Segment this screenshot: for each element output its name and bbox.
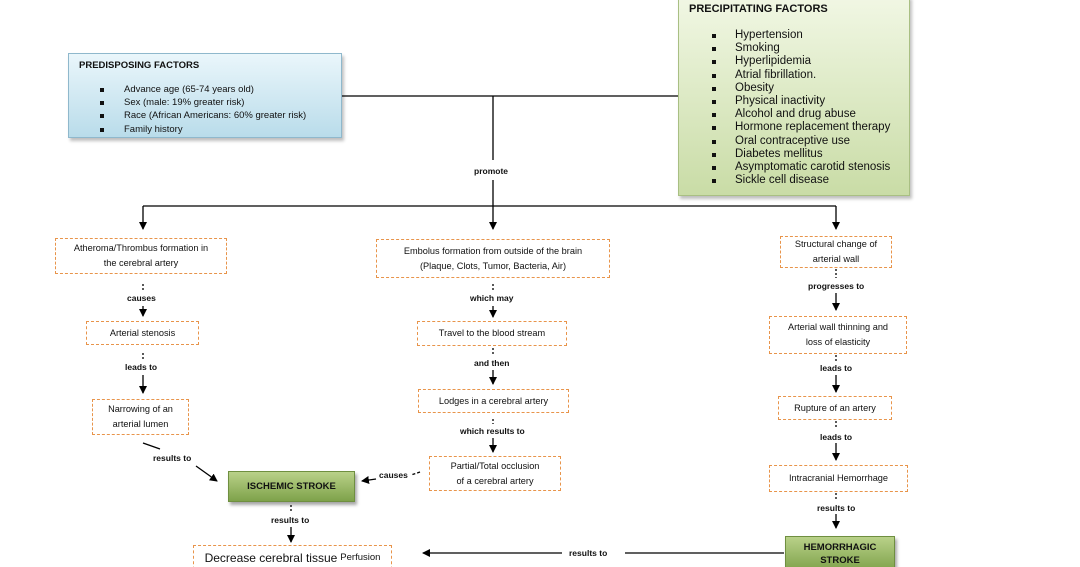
box-text: Structural change of arterial wall <box>794 239 878 264</box>
intracranial-hemorrhage-box: Intracranial Hemorrhage <box>769 465 908 492</box>
box-text: Arterial wall thinning and loss of elast… <box>787 322 889 347</box>
leads-to-label: leads to <box>820 432 853 442</box>
list-item: Race (African Americans: 60% greater ris… <box>100 109 341 122</box>
box-text: Intracranial Hemorrhage <box>788 473 889 483</box>
box-text: Atheroma/Thrombus formation in the cereb… <box>73 243 209 268</box>
lodges-cerebral-artery-box: Lodges in a cerebral artery <box>418 389 569 413</box>
box-text: Lodges in a cerebral artery <box>438 395 549 406</box>
precipitating-factors-title: PRECIPITATING FACTORS <box>689 3 828 15</box>
list-item: Diabetes mellitus <box>712 148 909 161</box>
and-then-label: and then <box>474 358 510 368</box>
progresses-to-label: progresses to <box>808 281 865 291</box>
narrowing-lumen-box: Narrowing of an arterial lumen <box>92 399 189 435</box>
promote-label: promote <box>474 166 508 176</box>
precipitating-factors-list: Hypertension Smoking Hyperlipidemia Atri… <box>689 29 909 187</box>
results-to-label: results to <box>569 548 608 558</box>
list-item: Alcohol and drug abuse <box>712 108 909 121</box>
list-item: Hyperlipidemia <box>712 55 909 68</box>
travel-blood-stream-box: Travel to the blood stream <box>417 321 567 346</box>
list-item: Hormone replacement therapy <box>712 121 909 134</box>
box-text: Partial/Total occlusion of a cerebral ar… <box>450 460 540 486</box>
causes-label: causes <box>127 293 156 303</box>
occlusion-box: Partial/Total occlusion of a cerebral ar… <box>429 456 561 491</box>
arterial-stenosis-box: Arterial stenosis <box>86 321 199 345</box>
list-item: Obesity <box>712 82 909 95</box>
stroke-label: HEMORRHAGIC STROKE <box>803 542 877 566</box>
box-text: Travel to the blood stream <box>438 328 546 338</box>
which-results-to-label: which results to <box>460 426 525 436</box>
leads-to-label: leads to <box>820 363 853 373</box>
results-to-label: results to <box>153 453 192 463</box>
box-text: Narrowing of an arterial lumen <box>108 404 173 429</box>
list-item: Sex (male: 19% greater risk) <box>100 96 341 109</box>
leads-to-label: leads to <box>125 362 158 372</box>
list-item: Physical inactivity <box>712 95 909 108</box>
list-item: Atrial fibrillation. <box>712 69 909 82</box>
list-item: Hypertension <box>712 29 909 42</box>
wall-thinning-box: Arterial wall thinning and loss of elast… <box>769 316 907 354</box>
precipitating-factors-panel: PRECIPITATING FACTORS Hypertension Smoki… <box>678 0 910 196</box>
box-text: Rupture of an artery <box>794 402 876 413</box>
list-item: Asymptomatic carotid stenosis <box>712 161 909 174</box>
predisposing-factors-title: PREDISPOSING FACTORS <box>79 60 200 71</box>
predisposing-factors-panel: PREDISPOSING FACTORS Advance age (65-74 … <box>68 53 342 138</box>
hemorrhagic-stroke-box: HEMORRHAGIC STROKE <box>785 536 895 567</box>
perfusion-main-text: Decrease cerebral tissue <box>204 551 338 565</box>
list-item: Oral contraceptive use <box>712 135 909 148</box>
list-item: Family history <box>100 123 341 136</box>
perfusion-small-text: Perfusion <box>340 552 381 563</box>
ischemic-stroke-box: ISCHEMIC STROKE <box>228 471 355 502</box>
box-text: Arterial stenosis <box>109 327 176 338</box>
results-to-label: results to <box>817 503 856 513</box>
causes-center-label: causes <box>379 470 408 480</box>
list-item: Sickle cell disease <box>712 174 909 187</box>
embolus-formation-box: Embolus formation from outside of the br… <box>376 239 610 278</box>
predisposing-factors-list: Advance age (65-74 years old) Sex (male:… <box>79 83 341 136</box>
stroke-label: ISCHEMIC STROKE <box>247 481 336 492</box>
list-item: Smoking <box>712 42 909 55</box>
structural-change-box: Structural change of arterial wall <box>780 236 892 268</box>
rupture-artery-box: Rupture of an artery <box>778 396 892 420</box>
list-item: Advance age (65-74 years old) <box>100 83 341 96</box>
results-to-label: results to <box>271 515 310 525</box>
atheroma-thrombus-box: Atheroma/Thrombus formation in the cereb… <box>55 238 227 274</box>
which-may-label: which may <box>470 293 514 303</box>
box-text: Embolus formation from outside of the br… <box>403 245 583 271</box>
